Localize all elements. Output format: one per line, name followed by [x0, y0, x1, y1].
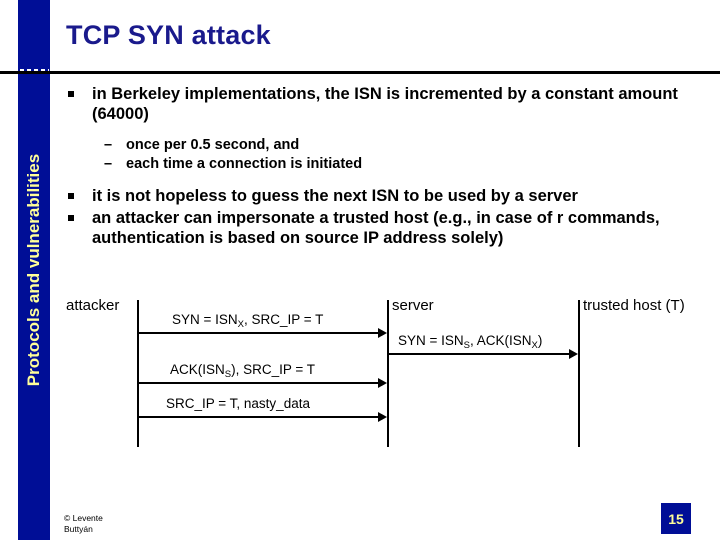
sidebar-vertical-label: Protocols and vulnerabilities — [18, 0, 50, 540]
sub-bullet-item: – once per 0.5 second, and — [64, 136, 712, 155]
message-arrowhead-3 — [378, 378, 387, 388]
message-arrow-2 — [388, 353, 571, 355]
spacer — [64, 174, 712, 186]
copyright-notice: © Levente Buttyán — [64, 513, 103, 534]
sequence-diagram: attacker server trusted host (T) SYN = I… — [0, 292, 720, 447]
message-arrowhead-4 — [378, 412, 387, 422]
message-arrowhead-1 — [378, 328, 387, 338]
bullet-text: it is not hopeless to guess the next ISN… — [92, 187, 578, 205]
page-title: TCP SYN attack — [66, 20, 271, 50]
message-arrowhead-2 — [569, 349, 578, 359]
sub-bullet-text: each time a connection is initiated — [126, 156, 363, 172]
header-divider — [0, 71, 720, 74]
actor-label-attacker: attacker — [66, 297, 120, 314]
square-bullet-icon — [68, 215, 74, 221]
square-bullet-icon — [68, 91, 74, 97]
message-label-3: ACK(ISNS), SRC_IP = T — [170, 362, 316, 380]
square-bullet-icon — [68, 193, 74, 199]
sub-bullet-item: – each time a connection is initiated — [64, 155, 712, 174]
bullet-text: in Berkeley implementations, the ISN is … — [92, 85, 678, 123]
bullet-item: in Berkeley implementations, the ISN is … — [64, 84, 712, 124]
content-body: in Berkeley implementations, the ISN is … — [64, 84, 712, 250]
sidebar-band — [18, 0, 50, 540]
dash-bullet-icon: – — [104, 156, 113, 172]
spacer — [64, 126, 712, 136]
dash-bullet-icon: – — [104, 137, 113, 153]
message-arrow-1 — [138, 332, 380, 334]
lifeline-trusted-host — [578, 300, 580, 447]
page-number-badge: 15 — [661, 503, 691, 534]
message-arrow-3 — [138, 382, 380, 384]
actor-label-server: server — [392, 297, 434, 314]
message-label-4: SRC_IP = T, nasty_data — [166, 396, 310, 411]
lifeline-server — [387, 300, 389, 447]
lifeline-attacker — [137, 300, 139, 447]
message-label-2: SYN = ISNS, ACK(ISNX) — [398, 333, 543, 351]
message-arrow-4 — [138, 416, 380, 418]
message-label-1: SYN = ISNX, SRC_IP = T — [172, 312, 324, 330]
bullet-text: an attacker can impersonate a trusted ho… — [92, 209, 660, 247]
actor-label-trusted-host: trusted host (T) — [583, 297, 685, 314]
sub-bullet-text: once per 0.5 second, and — [126, 137, 300, 153]
bullet-item: an attacker can impersonate a trusted ho… — [64, 208, 712, 248]
bullet-item: it is not hopeless to guess the next ISN… — [64, 186, 712, 206]
